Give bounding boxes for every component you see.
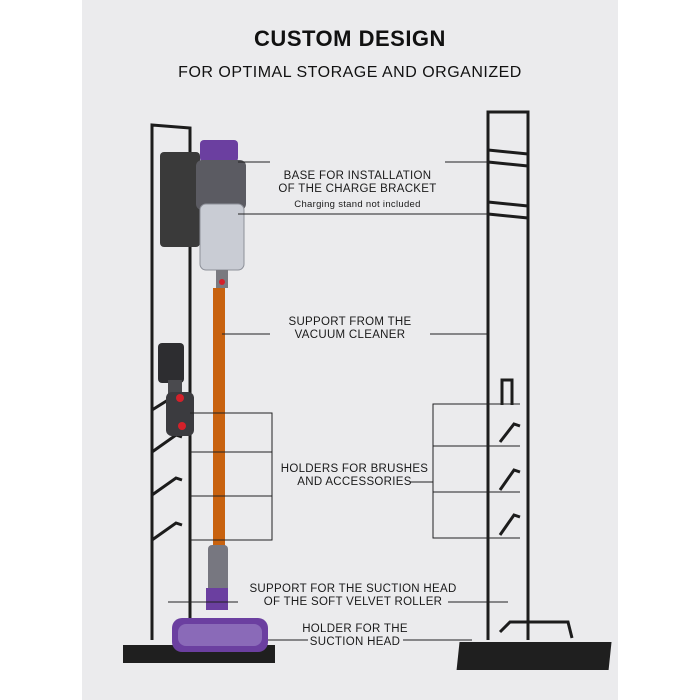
- label-charge-base: BASE FOR INSTALLATION OF THE CHARGE BRAC…: [270, 170, 445, 211]
- label-suction-support: SUPPORT FOR THE SUCTION HEAD OF THE SOFT…: [238, 583, 468, 609]
- label-holders-line1: HOLDERS FOR BRUSHES: [280, 463, 429, 475]
- label-support-line1: SUPPORT FROM THE: [288, 316, 412, 328]
- vacuum-head-joint: [206, 588, 228, 610]
- vacuum-roller: [178, 624, 262, 646]
- label-head-holder-line2: SUCTION HEAD: [309, 636, 401, 648]
- label-head-holder-line1: HOLDER FOR THE: [302, 623, 408, 635]
- vacuum-bin: [199, 203, 245, 271]
- vacuum-cleaner: [172, 140, 268, 652]
- charger-bracket: [160, 152, 200, 247]
- label-support: SUPPORT FROM THE VACUUM CLEANER: [270, 316, 430, 342]
- right-stand: [486, 110, 574, 640]
- label-charge-base-line2: OF THE CHARGE BRACKET: [278, 183, 437, 195]
- label-charge-base-note: Charging stand not included: [294, 199, 421, 210]
- vacuum-cyclone-top: [200, 140, 238, 162]
- vacuum-trigger: [219, 279, 225, 285]
- vacuum-wand: [213, 288, 225, 548]
- right-base-plate: [456, 642, 612, 670]
- page-subtitle: FOR OPTIMAL STORAGE AND ORGANIZED: [178, 64, 522, 81]
- page-title: CUSTOM DESIGN: [254, 26, 446, 51]
- label-holders: HOLDERS FOR BRUSHES AND ACCESSORIES: [272, 463, 437, 489]
- label-suction-support-line1: SUPPORT FOR THE SUCTION HEAD: [249, 583, 457, 595]
- vacuum-lower-neck: [208, 545, 228, 600]
- label-holders-line2: AND ACCESSORIES: [297, 476, 412, 488]
- label-head-holder: HOLDER FOR THE SUCTION HEAD: [300, 623, 410, 649]
- label-charge-base-line1: BASE FOR INSTALLATION: [283, 170, 432, 182]
- vacuum-cyclone: [196, 160, 246, 210]
- label-support-line2: VACUUM CLEANER: [294, 329, 406, 341]
- callout-lines: [168, 161, 520, 641]
- accessory-brush: [158, 343, 194, 436]
- label-suction-support-line2: OF THE SOFT VELVET ROLLER: [263, 596, 443, 608]
